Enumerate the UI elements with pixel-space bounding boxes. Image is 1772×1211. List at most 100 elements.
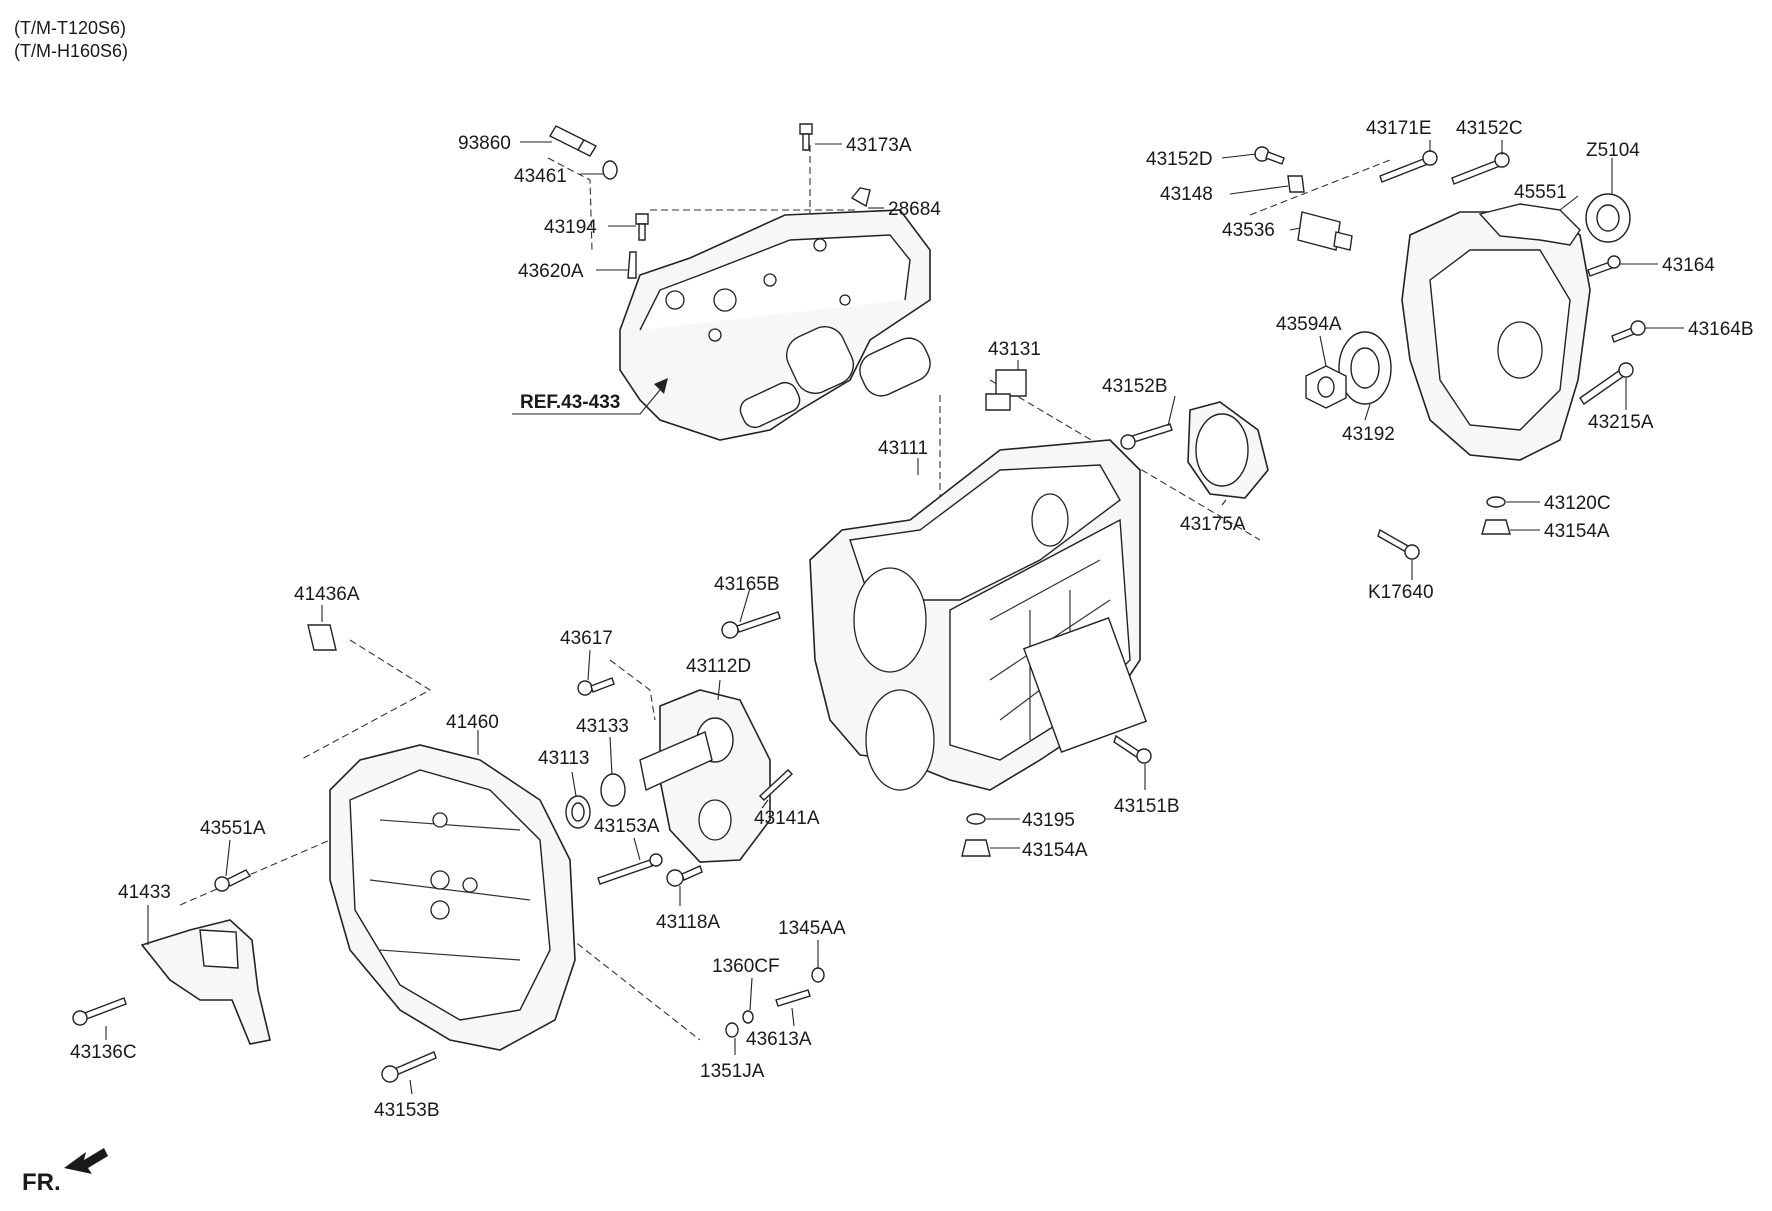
label-43148: 43148 [1160,184,1213,205]
stud-43141A [758,769,794,801]
label-28684: 28684 [888,199,941,220]
leader-lines [105,140,1684,1095]
label-43165B: 43165B [714,574,780,595]
bearing-cover-43175A [1187,401,1269,499]
label-43215A: 43215A [1588,412,1654,433]
bolt-43152D [1254,146,1285,165]
label-43112D: 43112D [686,656,751,677]
sensor-43536 [1297,211,1353,251]
ref-arrow [512,378,668,415]
bolt-43164B [1611,320,1646,343]
washer-43120C [1486,496,1506,508]
label-41436A: 41436A [294,584,360,605]
nut-1345AA [811,967,825,983]
label-43152D: 43152D [1146,149,1213,170]
label-43461: 43461 [514,166,567,187]
label-43120C: 43120C [1544,493,1611,514]
label-43594A: 43594A [1276,314,1342,335]
valve-body-assembly [619,209,931,441]
stud-43613A [775,989,811,1007]
label-43154A-rear: 43154A [1544,521,1610,542]
label-1345AA: 1345AA [778,918,846,939]
bolt-43551A [214,869,252,892]
bolt-43215A [1579,362,1634,405]
sensor-43131 [985,369,1027,411]
plug-43154A-centre [961,839,991,857]
model-code-line-1: (T/M-T120S6) [14,18,126,38]
washer-43195 [966,813,986,825]
label-41460: 41460 [446,712,499,733]
bolt-43165B [721,611,781,639]
bolt-43164 [1587,255,1621,277]
label-43173A: 43173A [846,135,912,156]
label-1351JA: 1351JA [700,1061,765,1082]
label-41433: 41433 [118,882,171,903]
release-fork-41433 [140,919,271,1045]
oil-seal-Z5104 [1585,193,1631,243]
bolt-43152B [1120,423,1173,450]
bolt-43617 [577,677,615,696]
label-Z5104: Z5104 [1586,140,1640,161]
bracket-43620A [627,251,637,279]
label-43136C: 43136C [70,1042,137,1063]
bolt-43153B [381,1051,437,1083]
label-1360CF: 1360CF [712,956,780,977]
label-43141A: 43141A [754,808,820,829]
sensor-93860 [549,125,597,157]
plug-43154A-rear [1481,519,1511,535]
label-43171E: 43171E [1366,118,1432,139]
label-43111: 43111 [878,438,928,459]
label-43164: 43164 [1662,255,1715,276]
bracket-28684 [850,187,871,208]
front-arrow-icon [64,1148,108,1174]
model-code-line-2: (T/M-H160S6) [14,41,128,61]
label-43164B: 43164B [1688,319,1754,340]
label-43153A: 43153A [594,816,660,837]
label-K17640: K17640 [1368,582,1434,603]
bolt-43152C [1451,152,1510,185]
label-43153B: 43153B [374,1100,440,1121]
bolt-43194 [635,213,649,241]
label-43620A: 43620A [518,261,584,282]
ref-label: REF.43-433 [520,392,620,413]
label-43617: 43617 [560,628,613,649]
label-43152C: 43152C [1456,118,1523,139]
label-93860: 93860 [458,133,511,154]
extension-housing-45551 [1401,203,1591,461]
seal-43113 [565,795,591,829]
bolt-43173A [799,123,813,151]
front-direction-indicator: FR. [22,1148,108,1196]
label-43613A: 43613A [746,1029,812,1050]
label-43154A-centre: 43154A [1022,840,1088,861]
label-43195: 43195 [1022,810,1075,831]
bolt-43118A [666,865,703,887]
label-43131: 43131 [988,339,1041,360]
seal-43133 [600,773,626,807]
bolt-43136C [72,997,127,1026]
dowel-41436A [307,624,337,651]
label-43536: 43536 [1222,220,1275,241]
label-43151B: 43151B [1114,796,1180,817]
washer-1351JA [725,1022,739,1038]
bolt-43171E [1379,150,1438,183]
bolt-43151B [1113,734,1152,764]
oil-seal-43192 [1338,331,1392,405]
label-43551A: 43551A [200,818,266,839]
plug-43148 [1287,175,1305,193]
label-43113: 43113 [538,748,589,769]
bolt-43153A [597,853,663,885]
o-ring-43461 [602,160,618,180]
clutch-housing-41460 [329,744,576,1051]
washer-1360CF [742,1010,754,1024]
front-cover-43112D [639,689,771,863]
label-43194: 43194 [544,217,597,238]
front-label: FR. [22,1169,61,1196]
nut-43594A [1305,365,1347,409]
label-43133: 43133 [576,716,629,737]
label-43118A: 43118A [656,912,720,933]
part-labels: 93860 43461 43173A 28684 43194 43620A RE… [70,118,1754,1121]
label-43152B: 43152B [1102,376,1168,397]
label-45551: 45551 [1514,182,1567,203]
label-43175A: 43175A [1180,514,1246,535]
